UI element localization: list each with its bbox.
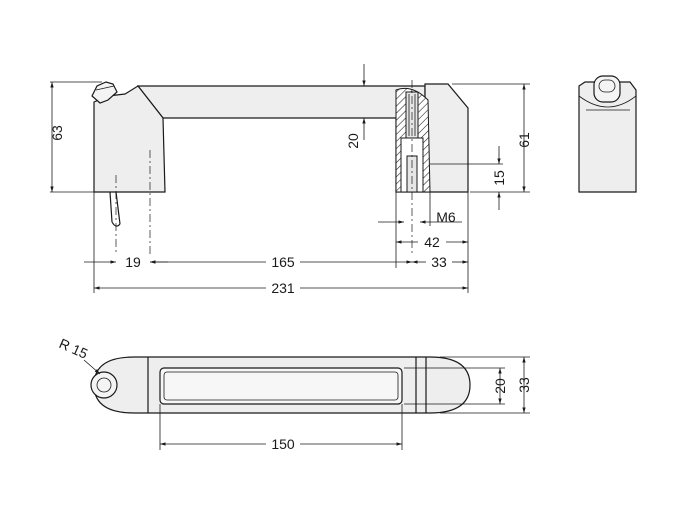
dimension-lines xyxy=(50,64,530,450)
dim-61: 61 xyxy=(516,132,532,148)
grip-recess xyxy=(159,367,403,405)
dim-42: 42 xyxy=(424,234,440,250)
dim-231: 231 xyxy=(271,280,295,296)
push-button xyxy=(91,81,118,104)
dim-63: 63 xyxy=(49,125,65,141)
top-view xyxy=(90,356,471,414)
handle-bar xyxy=(136,85,426,119)
side-body xyxy=(578,81,637,193)
dim-20-width: 20 xyxy=(492,378,508,394)
dim-33-end: 33 xyxy=(431,254,447,270)
release-lever xyxy=(109,191,121,227)
dim-15: 15 xyxy=(491,170,507,186)
top-button xyxy=(90,371,118,399)
dim-m6: M6 xyxy=(436,209,456,225)
front-view xyxy=(91,80,469,255)
dim-20-thread: 20 xyxy=(345,133,361,149)
dim-r15: R 15 xyxy=(57,335,91,362)
dim-150: 150 xyxy=(271,436,295,452)
dim-165: 165 xyxy=(271,254,295,270)
dim-33-width: 33 xyxy=(516,377,532,393)
side-view xyxy=(578,75,637,193)
dim-19: 19 xyxy=(125,254,141,270)
